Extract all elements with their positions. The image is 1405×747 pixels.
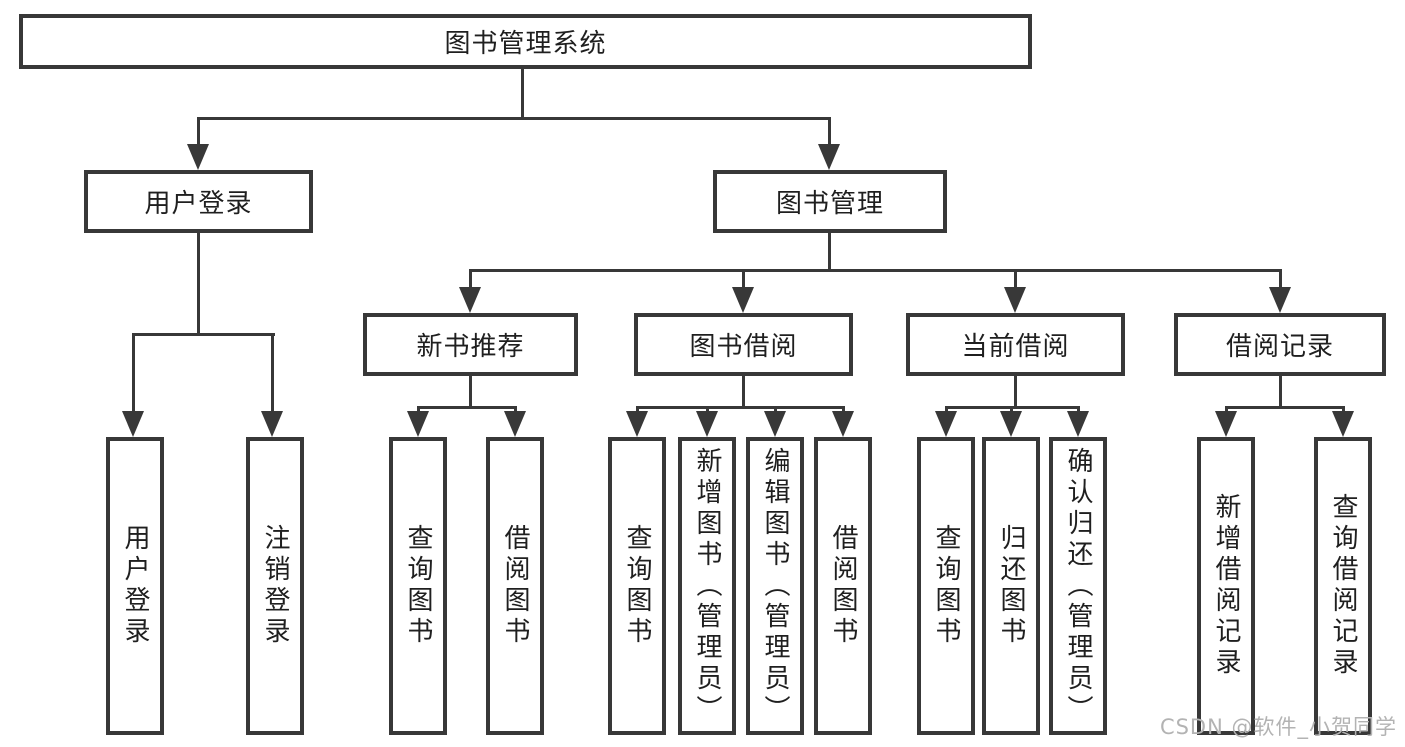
node-label: 借阅记录: [1225, 332, 1334, 362]
connector-line: [469, 376, 472, 409]
node-label: 新书推荐: [416, 332, 525, 362]
arrowhead-down-icon: [407, 411, 429, 437]
arrowhead-down-icon: [935, 411, 957, 437]
connector-line: [636, 406, 845, 409]
arrowhead-down-icon: [696, 411, 718, 437]
node-new-book-recommendation: 新书推荐: [363, 313, 578, 376]
node-br-add-borrow-record: 新增借阅记录: [1197, 437, 1255, 735]
connector-line: [132, 333, 135, 413]
arrowhead-down-icon: [504, 411, 526, 437]
connector-line: [132, 333, 275, 336]
connector-line: [1014, 269, 1017, 289]
connector-line: [1014, 376, 1017, 409]
connector-line: [417, 406, 517, 409]
node-library-system: 图书管理系统: [19, 14, 1032, 69]
connector-line: [197, 233, 200, 336]
node-user-login: 用户登录: [84, 170, 313, 233]
node-label: 查询图书: [403, 524, 433, 648]
node-book-borrowing: 图书借阅: [634, 313, 853, 376]
node-label: 新增图书（管理员）: [692, 446, 722, 726]
node-label: 图书管理系统: [444, 29, 607, 59]
node-label: 用户登录: [144, 189, 253, 219]
arrowhead-down-icon: [626, 411, 648, 437]
node-book-management: 图书管理: [713, 170, 947, 233]
arrowhead-down-icon: [818, 144, 840, 170]
node-cb-query-books: 查询图书: [917, 437, 975, 735]
connector-line: [1279, 376, 1282, 409]
connector-line: [521, 69, 524, 119]
connector-line: [742, 269, 745, 289]
arrowhead-down-icon: [1067, 411, 1089, 437]
node-label: 图书借阅: [689, 332, 798, 362]
arrowhead-down-icon: [122, 411, 144, 437]
node-bb-borrow-books: 借阅图书: [814, 437, 872, 735]
node-label: 借阅图书: [828, 524, 858, 648]
arrowhead-down-icon: [732, 287, 754, 313]
node-cb-return-books: 归还图书: [982, 437, 1040, 735]
connector-line: [197, 117, 200, 147]
node-label: 编辑图书（管理员）: [760, 446, 790, 726]
arrowhead-down-icon: [1215, 411, 1237, 437]
node-label: 注销登录: [260, 524, 290, 648]
node-label: 查询借阅记录: [1328, 493, 1358, 679]
node-nb-query-books: 查询图书: [389, 437, 447, 735]
node-label: 借阅图书: [500, 524, 530, 648]
arrowhead-down-icon: [187, 144, 209, 170]
connector-line: [271, 333, 274, 413]
node-label: 归还图书: [996, 524, 1026, 648]
node-bb-edit-books-admin: 编辑图书（管理员）: [746, 437, 804, 735]
node-label: 查询图书: [622, 524, 652, 648]
node-label: 确认归还（管理员）: [1063, 446, 1093, 726]
connector-line: [1225, 406, 1345, 409]
node-cb-confirm-return-admin: 确认归还（管理员）: [1049, 437, 1107, 735]
arrowhead-down-icon: [459, 287, 481, 313]
arrowhead-down-icon: [764, 411, 786, 437]
connector-line: [828, 233, 831, 271]
arrowhead-down-icon: [1004, 287, 1026, 313]
connector-line: [197, 117, 831, 120]
node-bb-query-books: 查询图书: [608, 437, 666, 735]
connector-line: [1279, 269, 1282, 289]
node-label: 新增借阅记录: [1211, 493, 1241, 679]
arrowhead-down-icon: [1332, 411, 1354, 437]
node-borrowing-records: 借阅记录: [1174, 313, 1386, 376]
node-bb-add-books-admin: 新增图书（管理员）: [678, 437, 736, 735]
connector-line: [742, 376, 745, 409]
node-label: 用户登录: [120, 524, 150, 648]
node-leaf-user-login: 用户登录: [106, 437, 164, 735]
arrowhead-down-icon: [261, 411, 283, 437]
node-nb-borrow-books: 借阅图书: [486, 437, 544, 735]
node-label: 当前借阅: [961, 332, 1070, 362]
watermark-text: CSDN @软件_小贺同学: [1159, 715, 1397, 739]
connector-line: [828, 117, 831, 147]
arrowhead-down-icon: [1000, 411, 1022, 437]
node-label: 图书管理: [775, 189, 884, 219]
arrowhead-down-icon: [832, 411, 854, 437]
connector-line: [469, 269, 1282, 272]
node-leaf-logout: 注销登录: [246, 437, 304, 735]
arrowhead-down-icon: [1269, 287, 1291, 313]
connector-line: [469, 269, 472, 289]
node-label: 查询图书: [931, 524, 961, 648]
node-br-query-borrow-record: 查询借阅记录: [1314, 437, 1372, 735]
node-current-borrowing: 当前借阅: [906, 313, 1125, 376]
